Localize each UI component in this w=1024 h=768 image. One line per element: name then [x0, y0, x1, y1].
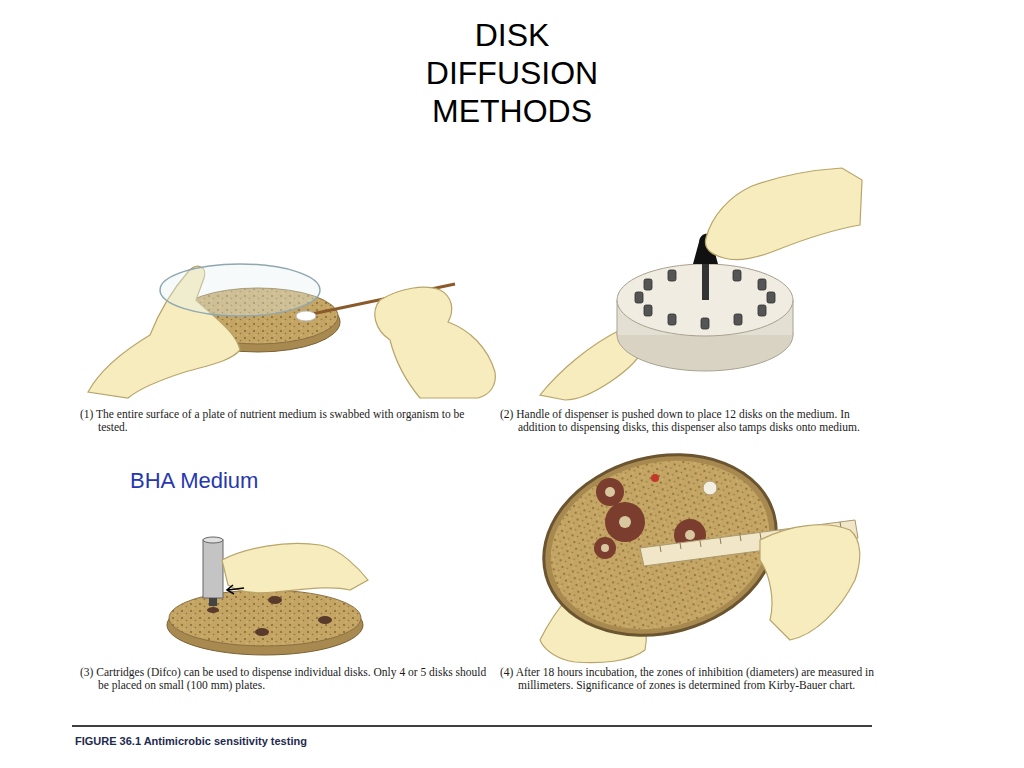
antibiotic-disk: [255, 628, 269, 636]
dispenser-illustration: [540, 168, 862, 400]
antibiotic-disk: [601, 544, 609, 552]
swabbing-illustration: [88, 264, 495, 398]
slide-title: DISK DIFFUSION METHODS: [402, 16, 622, 130]
antibiotic-disk: [685, 530, 695, 540]
antibiotic-disk: [318, 616, 332, 624]
antibiotic-disk: [207, 607, 219, 613]
disk-cartridge: [203, 540, 223, 598]
gloved-hand: [705, 168, 862, 260]
step-caption: (3) Cartridges (Difco) can be used to di…: [80, 666, 490, 692]
inhibition-zone: [594, 537, 616, 559]
agar-medium: [169, 590, 361, 646]
push-arrow: [227, 585, 244, 594]
cartridge-knob: [767, 292, 775, 303]
cartridge-knob: [701, 318, 709, 329]
inhibition-zone: [596, 478, 624, 506]
gloved-hand: [375, 287, 496, 398]
antibiotic-disk: [268, 596, 282, 604]
measuring-illustration: [523, 429, 860, 662]
caption-rule: [72, 725, 872, 727]
cartridge-illustration: [167, 537, 368, 655]
dish-lid: [160, 264, 320, 316]
cartridge-knob: [758, 279, 766, 290]
swab-tip: [296, 311, 316, 321]
cartridge-knob: [635, 292, 643, 303]
antibiotic-disk: [619, 516, 631, 528]
cartridge-knob: [644, 305, 652, 316]
antibiotic-disk: [651, 474, 659, 482]
antibiotic-disk: [703, 481, 717, 495]
step-caption: (1) The entire surface of a plate of nut…: [80, 408, 490, 434]
inhibition-zone: [605, 502, 645, 542]
cartridge-tip: [209, 598, 217, 606]
cartridge-knob: [758, 305, 766, 316]
cartridge-knob: [668, 314, 676, 325]
gloved-hand: [760, 525, 860, 640]
step-caption: (4) After 18 hours incubation, the zones…: [500, 666, 880, 692]
cartridge-knob: [733, 270, 741, 281]
medium-label: BHA Medium: [130, 468, 258, 494]
cartridge-knob: [734, 314, 742, 325]
cartridge-knob: [668, 270, 676, 281]
cartridge-top: [203, 537, 223, 543]
figure-caption: FIGURE 36.1 Antimicrobic sensitivity tes…: [75, 734, 307, 748]
gloved-hand: [222, 543, 368, 592]
cartridge-knob: [644, 279, 652, 290]
step-caption: (2) Handle of dispenser is pushed down t…: [500, 408, 880, 434]
antibiotic-disk: [605, 487, 615, 497]
